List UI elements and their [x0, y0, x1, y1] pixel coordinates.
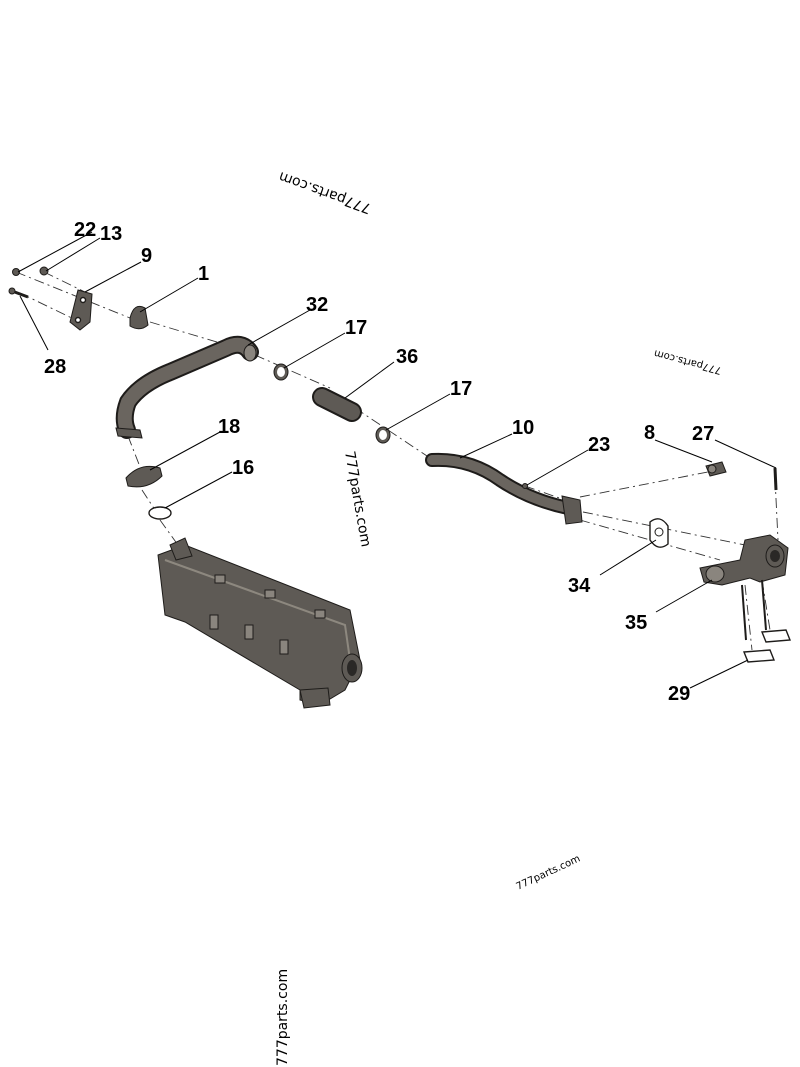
egr-valve-35 — [699, 534, 789, 641]
watermark-top: 777parts.com — [277, 168, 374, 216]
callout-1: 1 — [198, 263, 209, 285]
stud-28 — [8, 287, 29, 299]
callout-8: 8 — [644, 422, 655, 444]
bolt-27 — [773, 467, 778, 491]
callout-23: 23 — [588, 434, 610, 456]
callout-17b: 17 — [450, 378, 472, 400]
callout-16: 16 — [232, 457, 254, 479]
callout-29: 29 — [668, 683, 690, 705]
gasket-29 — [742, 649, 776, 663]
callout-9: 9 — [141, 245, 152, 267]
watermark-lower: 777parts.com — [515, 853, 582, 892]
egr-pipe-10 — [425, 452, 583, 525]
bolt-13 — [39, 266, 49, 276]
callout-36: 36 — [396, 346, 418, 368]
callout-13: 13 — [100, 223, 122, 245]
egr-pipe-32 — [115, 335, 259, 439]
gasket-34 — [649, 518, 669, 548]
bracket-9 — [69, 289, 93, 331]
gasket-16 — [148, 506, 172, 520]
clamp-1 — [129, 305, 149, 330]
callout-17a: 17 — [345, 317, 367, 339]
assembly-axes — [15, 271, 779, 651]
watermark-center: 777parts.com — [341, 450, 374, 548]
sensor-8 — [705, 461, 727, 477]
hose-36 — [312, 387, 362, 422]
egr-cooler — [157, 537, 363, 709]
callout-35: 35 — [625, 612, 647, 634]
callout-28: 28 — [44, 356, 66, 378]
leader-lines — [17, 231, 777, 689]
watermark-right: 777parts.com — [653, 347, 723, 376]
callout-10: 10 — [512, 417, 534, 439]
callout-18: 18 — [218, 416, 240, 438]
callout-27: 27 — [692, 423, 714, 445]
callout-34: 34 — [568, 575, 591, 597]
callout-22: 22 — [74, 219, 96, 241]
bolt-22 — [12, 268, 20, 276]
watermark-bottom: 777parts.com — [275, 969, 291, 1066]
callout-32: 32 — [306, 294, 328, 316]
flange-18 — [125, 465, 163, 488]
bolt-23 — [522, 483, 528, 489]
